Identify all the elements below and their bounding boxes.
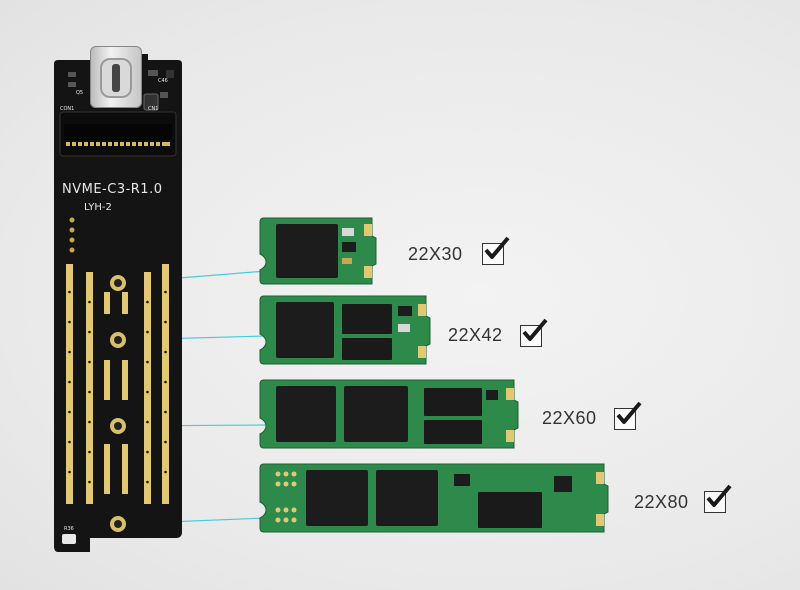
adapter-tiny-label-con1: CON1 [60,106,75,112]
ssd-module-22x60 [259,379,519,449]
ssd-module-22x80 [259,463,609,533]
adapter-sub-label: LYH-2 [84,202,112,213]
size-label-22x30: 22X30 [408,244,463,264]
size-label-22x60: 22X60 [542,408,597,428]
checkmark-icon [484,236,510,259]
adapter-tiny-label-c46: C46 [158,78,168,84]
checkmark-icon [616,401,642,424]
nvme-adapter-board: NVME-C3-R1.0 LYH-2 CON1 R36 C46 Q5 CN1 [48,42,188,554]
checkbox-22x80 [704,484,732,513]
checkbox-22x30 [482,236,510,265]
adapter-model-label: NVME-C3-R1.0 [62,182,163,197]
ssd-module-22x30 [259,217,377,285]
size-label-22x80: 22X80 [634,492,689,512]
adapter-tiny-label-q5: Q5 [76,90,84,96]
checkbox-22x60 [614,401,642,430]
adapter-tiny-label-r36: R36 [64,526,74,532]
mounting-holes [110,275,126,532]
adapter-tiny-label-cn1: CN1 [148,106,159,112]
checkmark-icon [522,318,548,341]
size-label-22x42: 22X42 [448,325,503,345]
usb-c-port [90,46,142,108]
checkbox-22x42 [520,318,548,347]
ssd-module-22x42 [259,295,431,365]
checkmark-icon [706,484,732,507]
